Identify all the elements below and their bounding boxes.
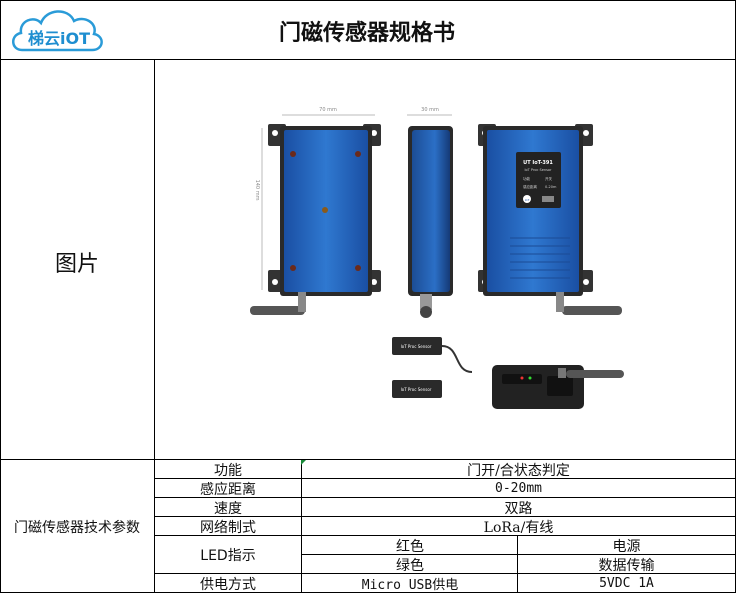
width-dim-label: 70 mm [319, 107, 337, 113]
device-model: UT IoT-391 [523, 160, 553, 166]
grid-line [154, 535, 736, 536]
grid-line [0, 459, 736, 460]
grid-line [154, 59, 155, 593]
grid-line [517, 535, 518, 593]
spec-key-network: 网络制式 [200, 519, 256, 536]
spec-group-label: 门磁传感器技术参数 [14, 519, 140, 536]
page-title: 门磁传感器规格书 [278, 20, 455, 46]
spec-value-network: LoRa/有线 [483, 519, 554, 536]
spec-key-speed: 速度 [214, 500, 242, 517]
grid-line [154, 497, 736, 498]
depth-dim-label: 30 mm [421, 107, 439, 113]
led-meaning-power: 电源 [612, 538, 641, 555]
spec-key-power: 供电方式 [200, 576, 256, 593]
grid-line [0, 0, 736, 1]
sensor-label: IoT Proc Sensor [401, 344, 432, 349]
spec-key-range: 感应距离 [200, 481, 256, 498]
cloud-logo-icon [12, 10, 103, 52]
grid-line [154, 516, 736, 517]
logo-text: 梯云iOT [27, 29, 90, 48]
led-color-red: 红色 [396, 538, 424, 555]
svg-text:感应距离: 感应距离 [523, 184, 537, 189]
grid-line [302, 554, 736, 555]
magnet-unit: IoT Proc Sensor [392, 380, 442, 398]
spec-value-speed: 双路 [504, 500, 533, 517]
wired-sensor: IoT Proc Sensor [392, 337, 624, 409]
svg-text:0-20m: 0-20m [545, 185, 557, 189]
svg-text:开关: 开关 [545, 176, 553, 181]
led-color-green: 绿色 [396, 557, 424, 574]
back-view: UT IoT-391 IoT Proc Sensor 功能 开关 感应距离 0-… [478, 124, 622, 315]
grid-line [301, 459, 302, 593]
spec-key-function: 功能 [214, 462, 242, 479]
magnet-label: IoT Proc Sensor [401, 387, 432, 392]
spec-value-power-rating: 5VDC 1A [599, 576, 654, 591]
spec-key-led: LED指示 [200, 548, 256, 564]
device-illustration: 70 mm 30 mm 140 mm [250, 107, 624, 409]
cell-marker [301, 460, 306, 465]
image-label: 图片 [54, 252, 99, 277]
device-badge: IoT [525, 198, 530, 202]
spec-value-range: 0-20mm [495, 481, 542, 496]
logo: 梯云iOT [8, 4, 108, 56]
grid-line [154, 478, 736, 479]
grid-line [0, 0, 1, 593]
product-image: 70 mm 30 mm 140 mm [240, 100, 640, 420]
front-view [250, 124, 381, 315]
height-dim-label: 140 mm [254, 180, 260, 201]
spec-value-power-supply: Micro USB供电 [361, 578, 459, 593]
side-view [408, 126, 453, 318]
led-meaning-data: 数据传输 [598, 557, 655, 574]
grid-line [0, 59, 736, 60]
spec-value-function: 门开/合状态判定 [467, 462, 570, 479]
device-subtitle: IoT Proc Sensor [524, 168, 552, 172]
grid-line [154, 573, 736, 574]
svg-text:功能: 功能 [523, 176, 531, 181]
